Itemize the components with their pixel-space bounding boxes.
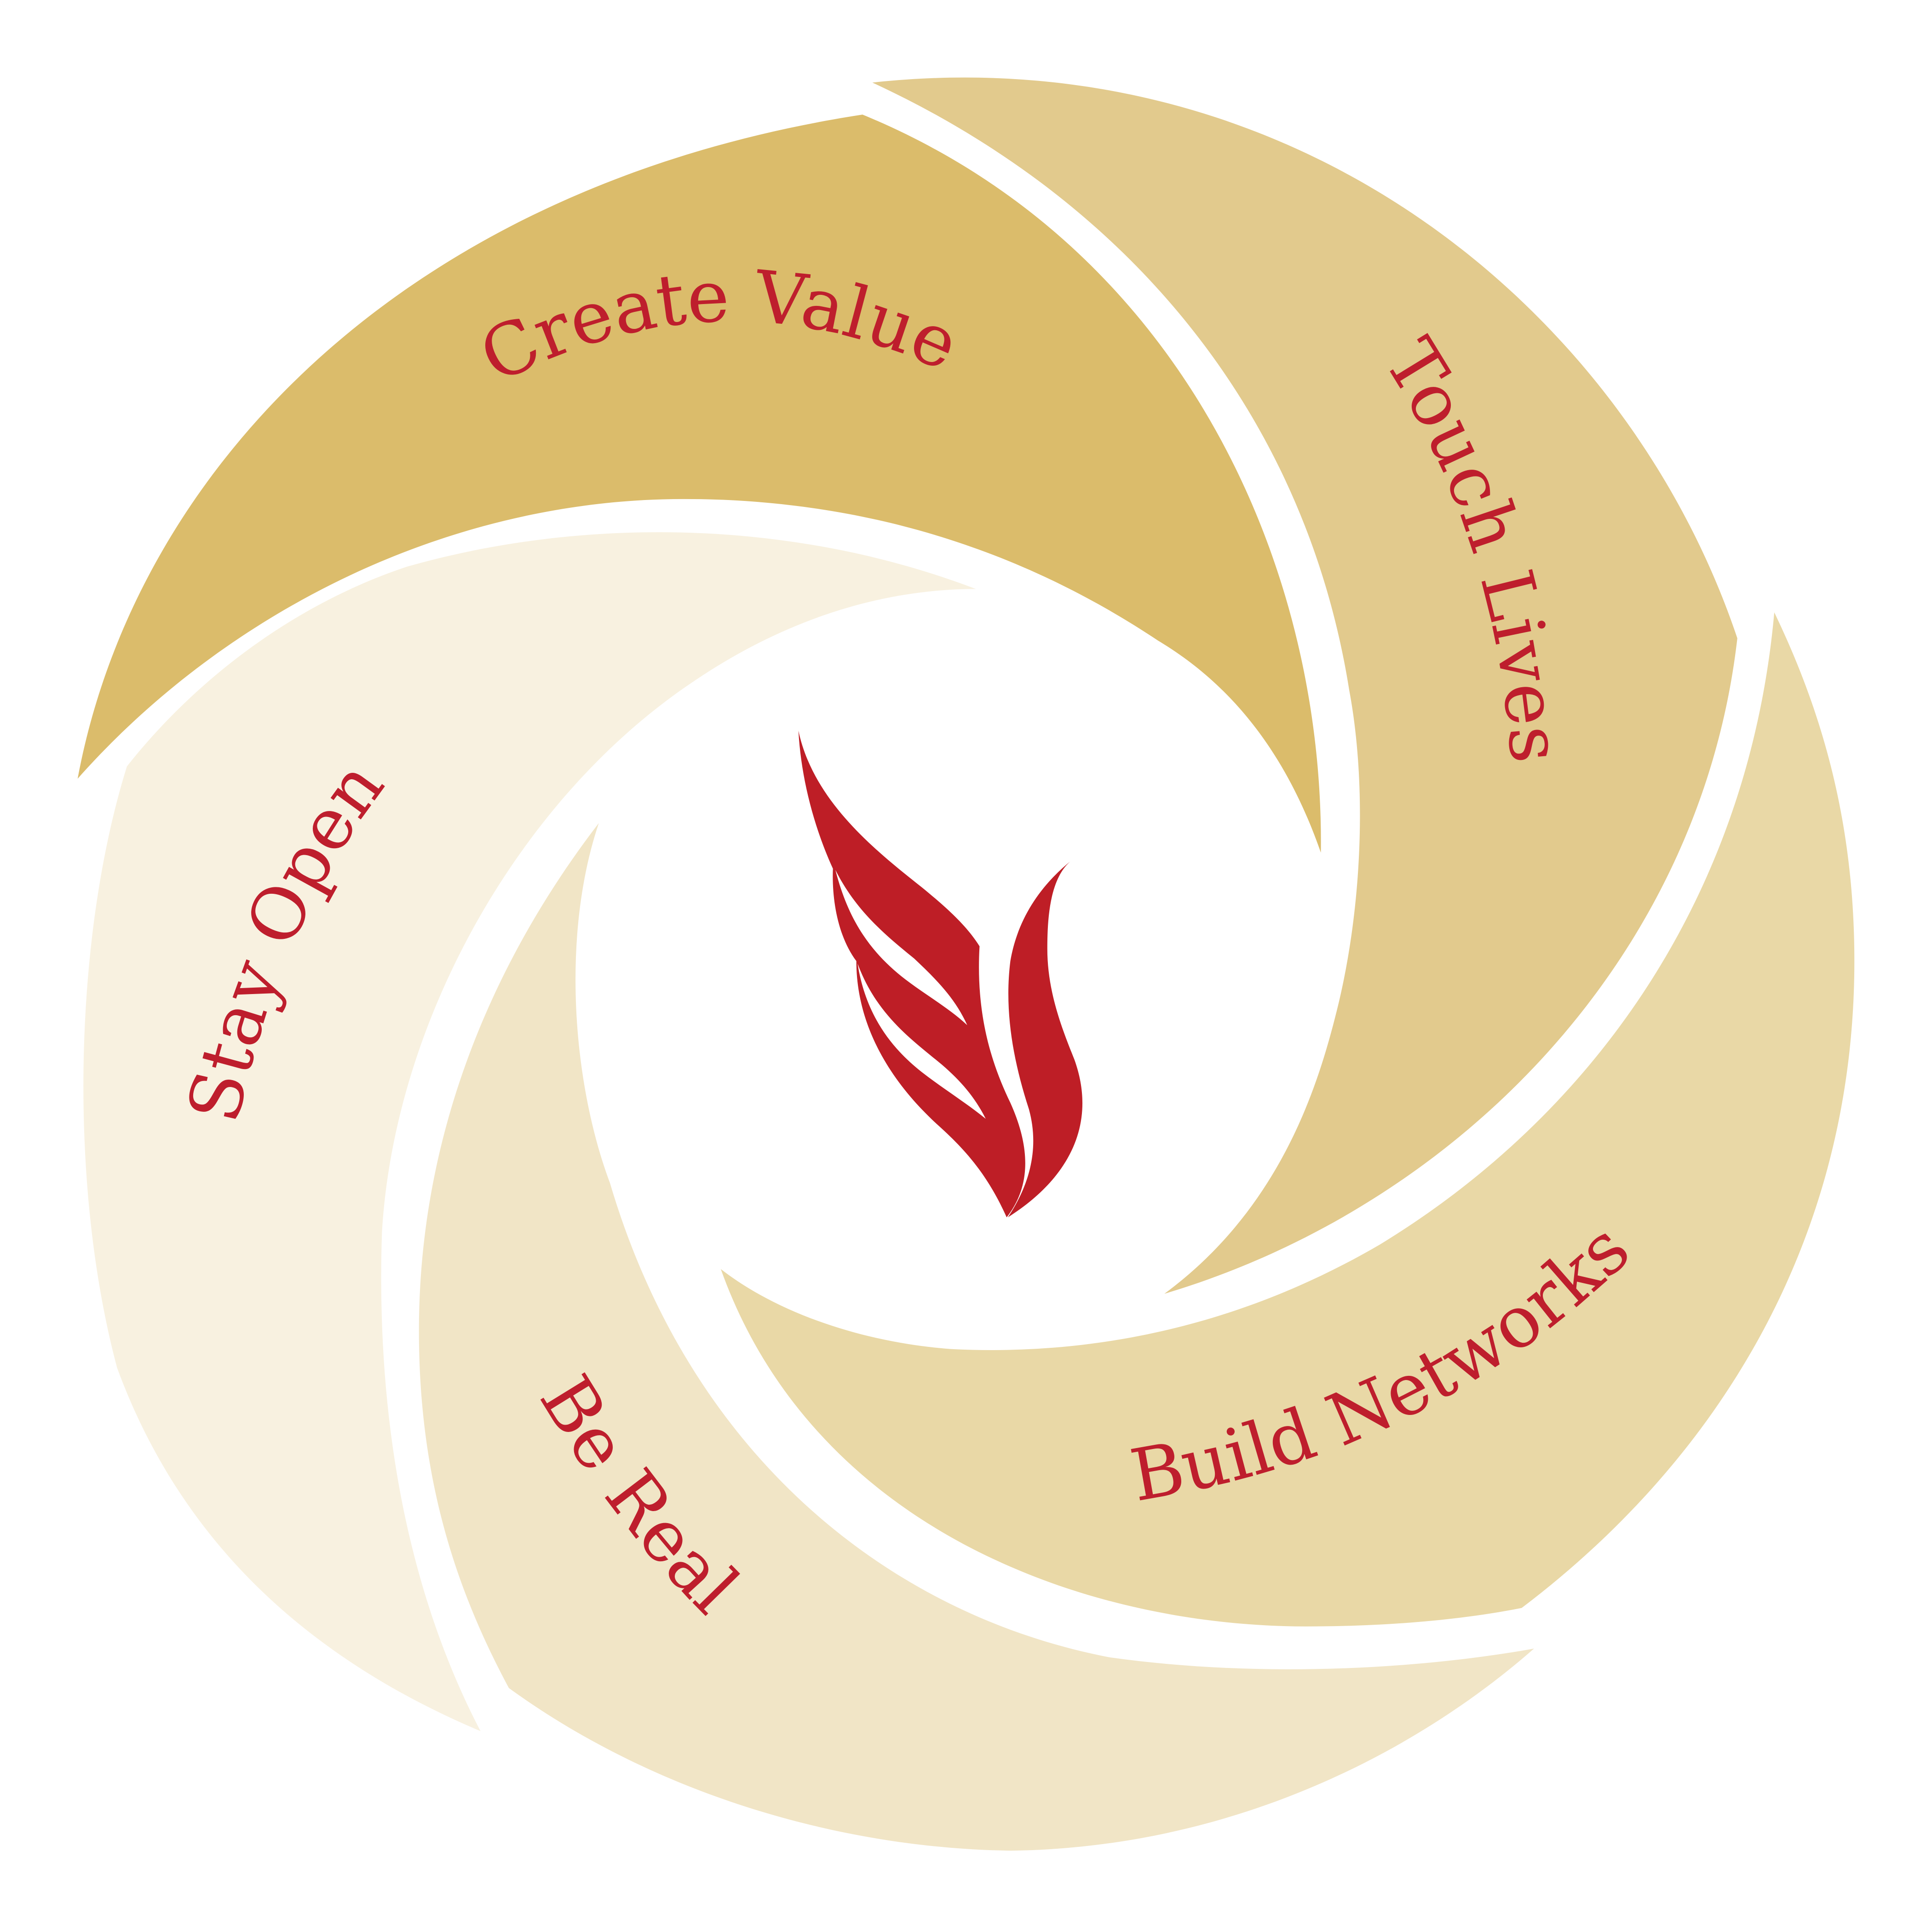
segment-be-real-shape [419,823,1534,1851]
segment-be-real: Be Real [419,823,1534,1851]
segment-stay-open: Stay Open [83,532,976,1731]
flame-slit-upper [835,870,967,1025]
segment-touch-lives: Touch Lives [872,77,1737,1294]
segment-create-value: Create Value [77,115,1321,853]
segment-build-networks-shape [720,612,1855,1627]
segment-touch-lives-shape [872,77,1737,1294]
segment-create-value-shape [77,115,1321,853]
flame-logo-icon [798,730,1083,1218]
flame-slit-lower [857,963,986,1119]
flame-slits [835,870,986,1119]
flame-right-blade [1008,860,1083,1218]
segment-stay-open-shape [83,532,976,1731]
